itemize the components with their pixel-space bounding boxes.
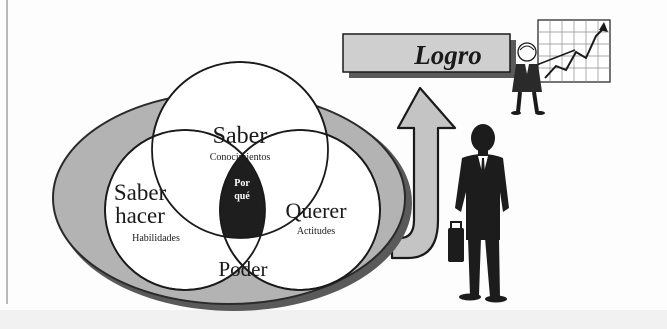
label-que: qué — [234, 191, 250, 202]
businessman-with-briefcase-icon — [448, 124, 509, 303]
logro-text: Logro — [413, 40, 482, 70]
label-saber-hacer-line1: Saber — [114, 180, 167, 205]
label-saber-hacer-line2: hacer — [115, 203, 165, 228]
label-actitudes: Actitudes — [297, 226, 335, 237]
label-poder: Poder — [219, 257, 268, 281]
presenter-with-growth-chart-icon — [511, 19, 611, 115]
bottom-strip — [0, 310, 667, 329]
left-border-line — [6, 0, 8, 304]
logro-banner: Logro — [342, 33, 516, 78]
label-conocimientos: Conocimientos — [210, 152, 271, 163]
label-saber: Saber — [213, 123, 268, 149]
label-por: Por — [234, 178, 250, 189]
label-habilidades: Habilidades — [132, 233, 180, 244]
label-querer: Querer — [285, 198, 347, 223]
